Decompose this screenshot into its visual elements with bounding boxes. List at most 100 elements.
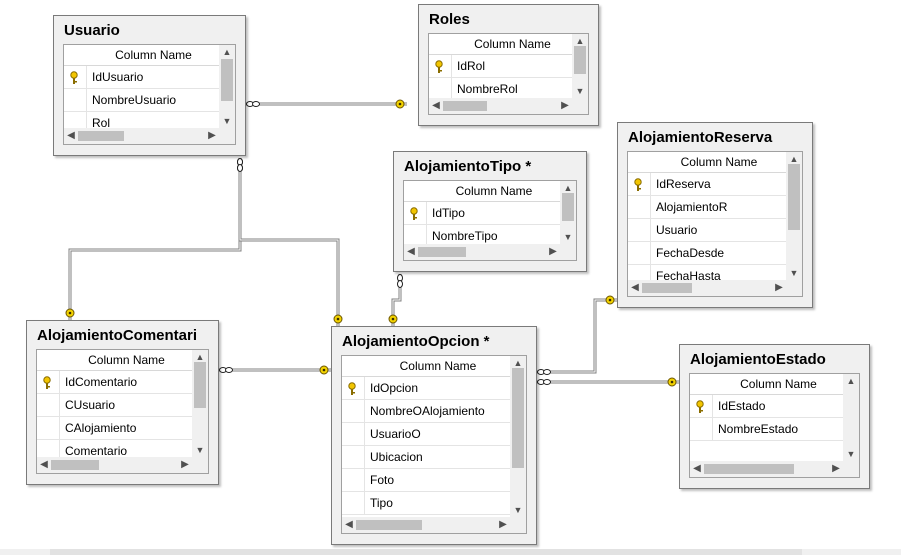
scroll-up-arrow-icon[interactable]: ▲ bbox=[789, 154, 799, 164]
horizontal-scrollbar[interactable]: ◀▶ bbox=[37, 457, 192, 473]
row-selector[interactable] bbox=[37, 417, 60, 439]
scroll-down-arrow-icon[interactable]: ▼ bbox=[846, 449, 856, 459]
vertical-scrollbar[interactable]: ▲▼ bbox=[219, 45, 235, 128]
row-selector[interactable] bbox=[342, 400, 365, 422]
column-row[interactable]: Ubicacion bbox=[342, 446, 510, 469]
scroll-down-arrow-icon[interactable]: ▼ bbox=[195, 445, 205, 455]
column-row[interactable]: Rol bbox=[64, 112, 219, 128]
scroll-up-arrow-icon[interactable]: ▲ bbox=[563, 183, 573, 193]
scroll-up-arrow-icon[interactable]: ▲ bbox=[222, 47, 232, 57]
scroll-down-arrow-icon[interactable]: ▼ bbox=[222, 116, 232, 126]
scroll-up-arrow-icon[interactable]: ▲ bbox=[846, 376, 856, 386]
canvas-horizontal-scrollbar[interactable] bbox=[0, 549, 901, 555]
column-row[interactable]: Foto bbox=[342, 469, 510, 492]
column-row[interactable]: Tipo bbox=[342, 492, 510, 515]
vertical-scrollbar[interactable]: ▲▼ bbox=[560, 181, 576, 244]
row-selector[interactable] bbox=[64, 66, 87, 88]
relationship-alojamiento-opcion-to-alojamiento-tipo[interactable] bbox=[388, 274, 403, 326]
scroll-down-arrow-icon[interactable]: ▼ bbox=[563, 232, 573, 242]
column-row[interactable]: NombreTipo bbox=[404, 225, 560, 244]
scrollbar-thumb[interactable] bbox=[418, 247, 466, 257]
scroll-down-arrow-icon[interactable]: ▼ bbox=[575, 86, 585, 96]
row-selector[interactable] bbox=[690, 418, 713, 440]
row-selector[interactable] bbox=[628, 173, 651, 195]
row-selector[interactable] bbox=[342, 446, 365, 468]
scrollbar-thumb[interactable] bbox=[512, 368, 524, 468]
scroll-up-arrow-icon[interactable]: ▲ bbox=[575, 36, 585, 46]
scroll-left-arrow-icon[interactable]: ◀ bbox=[432, 100, 440, 111]
scrollbar-thumb[interactable] bbox=[51, 460, 99, 470]
scroll-up-arrow-icon[interactable]: ▲ bbox=[195, 352, 205, 362]
scroll-left-arrow-icon[interactable]: ◀ bbox=[631, 282, 639, 293]
scrollbar-thumb[interactable] bbox=[356, 520, 422, 530]
row-selector[interactable] bbox=[64, 89, 87, 111]
column-row[interactable]: IdUsuario bbox=[64, 66, 219, 89]
row-selector[interactable] bbox=[37, 371, 60, 393]
scroll-right-arrow-icon[interactable]: ▶ bbox=[181, 459, 189, 470]
row-selector[interactable] bbox=[429, 78, 452, 98]
scrollbar-thumb[interactable] bbox=[642, 283, 692, 293]
scroll-left-arrow-icon[interactable]: ◀ bbox=[407, 246, 415, 257]
table-title[interactable]: AlojamientoTipo * bbox=[404, 158, 532, 175]
scrollbar-thumb[interactable] bbox=[574, 46, 586, 74]
row-selector[interactable] bbox=[628, 265, 651, 280]
column-row[interactable]: FechaHasta bbox=[628, 265, 786, 280]
scrollbar-thumb[interactable] bbox=[562, 193, 574, 221]
relationship-usuario-to-roles[interactable] bbox=[246, 99, 407, 109]
table-title[interactable]: Usuario bbox=[64, 22, 120, 39]
scroll-right-arrow-icon[interactable]: ▶ bbox=[549, 246, 557, 257]
table-title[interactable]: Roles bbox=[429, 11, 470, 28]
scroll-right-arrow-icon[interactable]: ▶ bbox=[832, 463, 840, 474]
scroll-down-arrow-icon[interactable]: ▼ bbox=[513, 505, 523, 515]
row-selector[interactable] bbox=[404, 202, 427, 224]
row-selector[interactable] bbox=[628, 219, 651, 241]
scroll-left-arrow-icon[interactable]: ◀ bbox=[345, 519, 353, 530]
relationship-alojamiento-opcion-to-alojamiento-estado[interactable] bbox=[537, 377, 679, 387]
relationship-alojamiento-comentari-to-alojamiento-opcion[interactable] bbox=[219, 365, 331, 375]
column-row[interactable]: NombreRol bbox=[429, 78, 572, 98]
scroll-up-arrow-icon[interactable]: ▲ bbox=[513, 358, 523, 368]
scroll-right-arrow-icon[interactable]: ▶ bbox=[561, 100, 569, 111]
row-selector[interactable] bbox=[429, 55, 452, 77]
column-row[interactable]: IdTipo bbox=[404, 202, 560, 225]
row-selector[interactable] bbox=[37, 394, 60, 416]
relationship-alojamiento-opcion-to-alojamiento-reserva[interactable] bbox=[537, 295, 617, 375]
scroll-left-arrow-icon[interactable]: ◀ bbox=[40, 459, 48, 470]
column-row[interactable]: CUsuario bbox=[37, 394, 192, 417]
scroll-left-arrow-icon[interactable]: ◀ bbox=[693, 463, 701, 474]
vertical-scrollbar[interactable]: ▲▼ bbox=[510, 356, 526, 517]
scrollbar-thumb[interactable] bbox=[50, 549, 802, 555]
scrollbar-thumb[interactable] bbox=[704, 464, 794, 474]
column-row[interactable]: UsuarioO bbox=[342, 423, 510, 446]
vertical-scrollbar[interactable]: ▲▼ bbox=[843, 374, 859, 461]
table-title[interactable]: AlojamientoEstado bbox=[690, 351, 826, 368]
row-selector[interactable] bbox=[404, 225, 427, 244]
scroll-right-arrow-icon[interactable]: ▶ bbox=[499, 519, 507, 530]
row-selector[interactable] bbox=[342, 377, 365, 399]
table-title[interactable]: AlojamientoComentari bbox=[37, 327, 198, 344]
row-selector[interactable] bbox=[690, 395, 713, 417]
row-selector[interactable] bbox=[628, 242, 651, 264]
column-row[interactable]: FechaDesde bbox=[628, 242, 786, 265]
row-selector[interactable] bbox=[342, 469, 365, 491]
vertical-scrollbar[interactable]: ▲▼ bbox=[572, 34, 588, 98]
horizontal-scrollbar[interactable]: ◀▶ bbox=[342, 517, 510, 533]
table-title[interactable]: AlojamientoOpcion * bbox=[342, 333, 490, 350]
scrollbar-thumb[interactable] bbox=[788, 164, 800, 230]
column-row[interactable]: NombreUsuario bbox=[64, 89, 219, 112]
horizontal-scrollbar[interactable]: ◀▶ bbox=[628, 280, 786, 296]
column-row[interactable]: AlojamientoR bbox=[628, 196, 786, 219]
column-row[interactable]: CAlojamiento bbox=[37, 417, 192, 440]
scroll-down-arrow-icon[interactable]: ▼ bbox=[789, 268, 799, 278]
column-row[interactable]: NombreEstado bbox=[690, 418, 843, 441]
row-selector[interactable] bbox=[342, 492, 365, 514]
column-row[interactable]: IdReserva bbox=[628, 173, 786, 196]
horizontal-scrollbar[interactable]: ◀▶ bbox=[64, 128, 219, 144]
column-row[interactable]: IdRol bbox=[429, 55, 572, 78]
